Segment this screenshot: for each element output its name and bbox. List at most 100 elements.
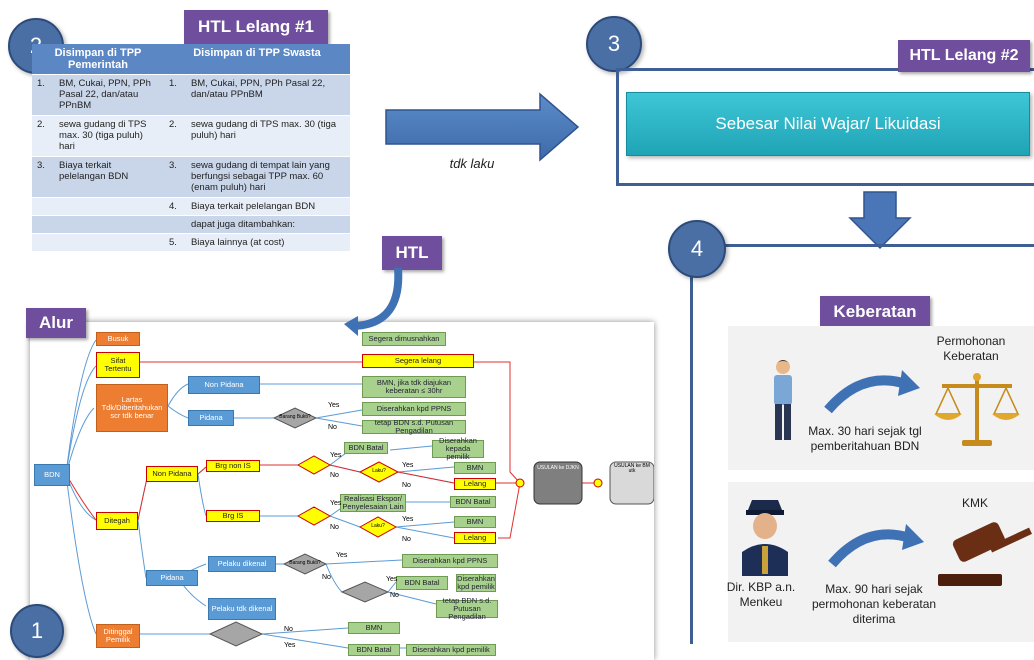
- node-bdn-batal-3: BDN Batal: [396, 576, 448, 590]
- table-cell: sewa gudang di tempat lain yang berfungs…: [185, 156, 350, 198]
- node-bdn: BDN: [34, 464, 70, 486]
- node-bmn-30: BMN, jika tdk diajukan keberatan ≤ 30hr: [362, 376, 466, 398]
- table-cell-num: [32, 197, 54, 216]
- node-brg-is: Brg IS: [206, 510, 260, 522]
- curved-arrow-icon-2: [828, 524, 924, 568]
- node-pidana-b: Pidana: [146, 570, 198, 586]
- node-lartas: Lartas Tdk/Diberitahukan scr tdk benar: [96, 384, 168, 432]
- table-cell: [54, 215, 164, 234]
- label-yes: Yes: [386, 576, 398, 583]
- htl-lelang-1-tag: HTL Lelang #1: [184, 10, 328, 44]
- table-cell-num: [32, 233, 54, 252]
- table-cell-num: 1.: [163, 74, 186, 116]
- node-realisasi: Realisasi Ekspor/ Penyelesaian Lain: [340, 494, 406, 512]
- node-sifat-tertentu: Sifat Tertentu: [96, 352, 140, 378]
- label-no: No: [322, 574, 331, 581]
- label-no: No: [328, 424, 337, 431]
- keberatan-tag: Keberatan: [820, 296, 930, 328]
- node-bmn: BMN: [454, 462, 496, 474]
- decision-diamonds: [208, 407, 654, 647]
- table-cell: dapat juga ditambahkan:: [185, 215, 350, 234]
- max-90-label: Max. 90 hari sejak permohonan keberatan …: [811, 582, 937, 626]
- permohonan-keberatan-label: Permohonan Keberatan: [936, 334, 1006, 363]
- label-yes: Yes: [330, 452, 342, 459]
- node-lelang: Lelang: [454, 478, 496, 490]
- decision-barang-bukti-2: Barang Bukti?: [289, 560, 321, 567]
- node-segera-musnah: Segera dimusnahkan: [362, 332, 446, 346]
- label-no: No: [330, 472, 339, 479]
- label-yes: Yes: [402, 516, 414, 523]
- node-segera-lelang: Segera lelang: [362, 354, 474, 368]
- node-diserahkan-ppns: Diserahkan kpd PPNS: [362, 402, 466, 416]
- node-tetap-bdn-2: tetap BDN s.d. Putusan Pengadilan: [436, 596, 498, 621]
- usulan-box: USULAN ke DJKN: [537, 465, 579, 472]
- alur-tag: Alur: [26, 308, 86, 338]
- curved-arrow-icon: [824, 370, 920, 414]
- node-brg-non-is: Brg non IS: [206, 460, 260, 472]
- tdk-laku-label: tdk laku: [449, 156, 495, 171]
- section3-frame: [616, 68, 1034, 186]
- node-diserahkan-pemilik-3: Diserahkan kpd pemilik: [406, 644, 496, 656]
- label-no: No: [402, 536, 411, 543]
- node-bmn-3: BMN: [348, 622, 400, 634]
- max-30-label: Max. 30 hari sejak tgl pemberitahuan BDN: [808, 424, 922, 453]
- table-cell-num: [32, 215, 54, 234]
- nilai-wajar-box: Sebesar Nilai Wajar/ Likuidasi: [626, 92, 1030, 156]
- label-no: No: [402, 482, 411, 489]
- table-cell: BM, Cukai, PPN, PPh Pasal 22, dan/atau P…: [54, 74, 164, 116]
- table-cell-num: 3.: [163, 156, 186, 198]
- node-tetap-bdn: tetap BDN s.d. Putusan Pengadilan: [362, 418, 466, 435]
- gavel-icon: [938, 522, 1032, 586]
- node-bdn-batal: BDN Batal: [344, 442, 388, 454]
- label-yes: Yes: [336, 552, 348, 559]
- node-non-pidana-b: Non Pidana: [146, 466, 198, 482]
- label-no: No: [284, 626, 293, 633]
- label-yes: Yes: [328, 402, 340, 409]
- node-diserahkan-ppns-2: Diserahkan kpd PPNS: [402, 554, 498, 568]
- label-yes: Yes: [330, 500, 342, 507]
- htl-tag: HTL: [382, 236, 442, 270]
- htl-lelang-2-tag: HTL Lelang #2: [898, 40, 1030, 72]
- kmk-label: KMK: [961, 496, 988, 510]
- down-arrow-icon: [848, 191, 912, 250]
- scales-icon: [934, 373, 1020, 446]
- node-pidana-a: Pidana: [188, 410, 234, 426]
- decision-laku-2: Laku?: [371, 523, 385, 530]
- label-yes: Yes: [402, 462, 414, 469]
- table-cell: sewa gudang di TPS max. 30 (tiga puluh) …: [54, 115, 164, 157]
- table-cell: [54, 233, 164, 252]
- table-cell-num: 4.: [163, 197, 186, 216]
- table-cell: BM, Cukai, PPN, PPh Pasal 22, dan/atau P…: [185, 74, 350, 116]
- table-cell: Biaya terkait pelelangan BDN: [54, 156, 164, 198]
- step-badge-1: 1: [10, 604, 64, 658]
- label-yes: Yes: [284, 642, 296, 649]
- node-diserahkan-pemilik-2: Diserahkan kpd pemilik: [456, 573, 496, 592]
- table-cell-num: 2.: [32, 115, 54, 157]
- table-cell-num: 1.: [32, 74, 54, 116]
- label-no: No: [330, 524, 339, 531]
- table-cell-num: [163, 215, 186, 234]
- section4-frame: [690, 244, 1034, 644]
- table-cell-num: 2.: [163, 115, 186, 157]
- table-cell: [54, 197, 164, 216]
- officer-icon: [742, 500, 788, 576]
- node-diserahkan-pemilik: Diserahkan kepada pemilik: [432, 436, 484, 461]
- header-tpp-swasta: Disimpan di TPP Swasta: [163, 44, 350, 75]
- node-busuk: Busuk: [96, 332, 140, 346]
- node-bdn-batal-4: BDN Batal: [348, 644, 400, 656]
- node-bmn-2: BMN: [454, 516, 496, 528]
- node-pelaku-dikenal: Pelaku dikenal: [208, 556, 276, 572]
- table-cell-num: 5.: [163, 233, 186, 252]
- right-arrow-icon: [385, 92, 580, 162]
- node-pelaku-tdk: Pelaku tdk dikenal: [208, 598, 276, 620]
- step-badge-4: 4: [668, 220, 726, 278]
- table-cell: Biaya terkait pelelangan BDN: [185, 197, 350, 216]
- table-cell: Biaya lainnya (at cost): [185, 233, 350, 252]
- node-lelang-2: Lelang: [454, 532, 496, 544]
- table-cell: sewa gudang di TPS max. 30 (tiga puluh) …: [185, 115, 350, 157]
- node-ditegah: Ditegah: [96, 512, 138, 530]
- person-icon: [774, 360, 792, 440]
- step-badge-3: 3: [586, 16, 642, 72]
- decision-laku: Laku?: [372, 468, 386, 475]
- usulan-box-2: USULAN ke BM utk: [614, 462, 650, 474]
